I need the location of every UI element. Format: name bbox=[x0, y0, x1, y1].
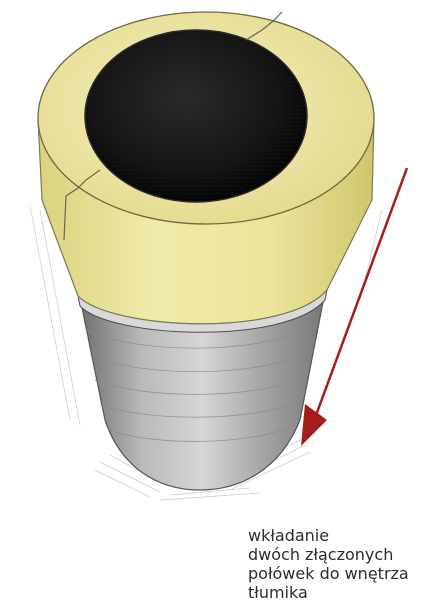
inner-core-mesh bbox=[88, 33, 304, 199]
direction-arrow bbox=[301, 167, 409, 446]
caption-line: połówek do wnętrza bbox=[248, 564, 409, 583]
seam-line-front bbox=[63, 169, 101, 241]
caption-line: tłumika bbox=[248, 583, 308, 602]
caption-line: wkładanie bbox=[248, 526, 330, 545]
metal-shell-bands bbox=[85, 324, 319, 442]
caption-line: dwóch złączonych bbox=[248, 545, 394, 564]
seam-line-top bbox=[245, 11, 283, 41]
caption: wkładanie dwóch złączonych połówek do wn… bbox=[248, 526, 437, 602]
